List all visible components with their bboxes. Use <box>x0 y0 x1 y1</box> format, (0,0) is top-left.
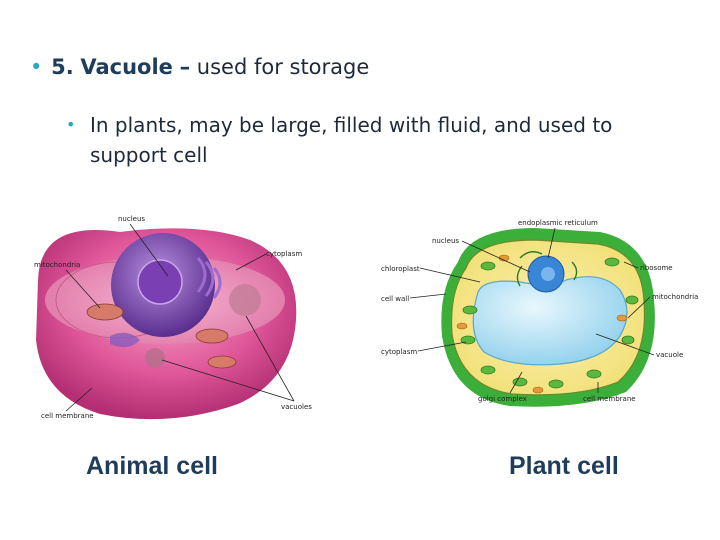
plant-label-cytoplasm: cytoplasm <box>381 348 417 356</box>
animal-vacuole-2 <box>145 348 165 368</box>
animal-label-vacuoles: vacuoles <box>281 403 312 411</box>
animal-mitochondrion-1 <box>86 303 124 321</box>
heading-number: 5. <box>51 55 74 79</box>
plant-cell-caption: Plant cell <box>509 452 619 480</box>
plant-label-golgi-complex: golgi complex <box>478 395 527 403</box>
plant-vacuole <box>472 276 628 366</box>
plant-mitochondria <box>456 254 628 394</box>
plant-label-ribosome: ribosome <box>640 264 673 272</box>
plant-label-endoplasmic-reticulum: endoplasmic reticulum <box>518 219 598 227</box>
plant-label-chloroplast: chloroplast <box>381 265 420 273</box>
animal-label-cell-membrane: cell membrane <box>41 412 94 420</box>
animal-cell-caption: Animal cell <box>86 452 218 480</box>
animal-label-mitochondria: mitochondria <box>34 261 80 269</box>
animal-vacuole-1 <box>229 284 261 316</box>
heading-dash: – <box>179 55 191 79</box>
animal-mitochondrion-3 <box>207 355 237 369</box>
slide-heading: • 5. Vacuole – used for storage <box>30 52 369 82</box>
heading-description: used for storage <box>196 55 370 79</box>
plant-label-cell-membrane: cell membrane <box>583 395 636 403</box>
plant-label-nucleus: nucleus <box>432 237 459 245</box>
animal-label-nucleus: nucleus <box>118 215 145 223</box>
plant-label-mitochondria: mitochondria <box>652 293 698 301</box>
sub-bullet-point: • In plants, may be large, filled with f… <box>66 110 656 170</box>
plant-cell-illustration: endoplasmic reticulum nucleus chloroplas… <box>381 219 698 407</box>
plant-chloroplasts <box>460 257 639 389</box>
sub-bullet-icon: • <box>66 115 76 134</box>
sub-bullet-text: In plants, may be large, filled with flu… <box>90 113 613 167</box>
animal-label-cytoplasm: cytoplasm <box>266 250 302 258</box>
heading-bullet: • <box>30 55 43 79</box>
heading-term: Vacuole <box>80 55 173 79</box>
plant-label-vacuole: vacuole <box>656 351 683 359</box>
animal-cell-illustration: nucleus cytoplasm mitochondria cell memb… <box>34 215 312 420</box>
animal-mitochondrion-2 <box>195 328 229 344</box>
plant-label-cell-wall: cell wall <box>381 295 409 303</box>
